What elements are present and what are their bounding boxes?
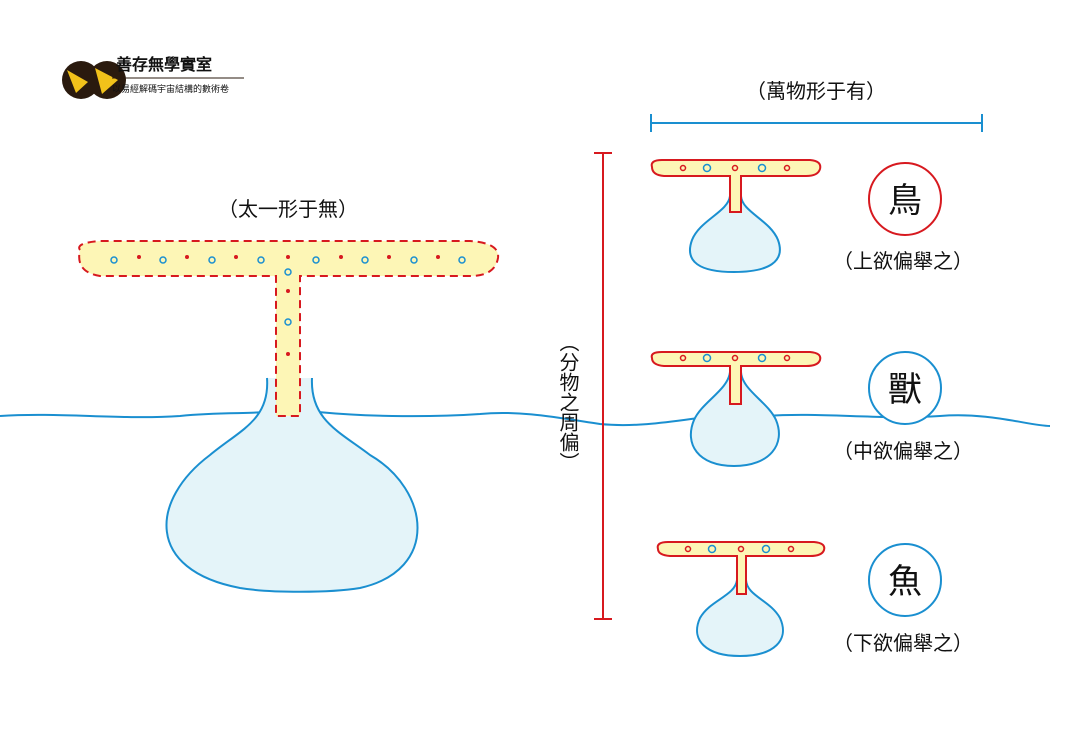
red-dot — [684, 545, 692, 553]
blue-dot — [312, 256, 320, 264]
small-form-beast: 獸 （中欲偏舉之） — [650, 351, 973, 468]
blue-dot — [458, 256, 466, 264]
bird-char: 鳥 — [888, 181, 922, 221]
small-form-bird: 鳥 （上欲偏舉之） — [650, 159, 973, 274]
red-dot — [436, 255, 440, 259]
blue-dot — [208, 256, 216, 264]
red-dot — [731, 164, 739, 172]
blue-dot — [284, 318, 292, 326]
blue-dot — [110, 256, 118, 264]
blue-dot — [410, 256, 418, 264]
red-dot — [783, 354, 791, 362]
red-dot — [286, 255, 290, 259]
blue-dot — [702, 353, 712, 363]
logo-subtitle: 以易經解碼宇宙結構的數術卷 — [112, 83, 229, 95]
red-dot — [737, 545, 745, 553]
blue-dot — [159, 256, 167, 264]
fish-char: 魚 — [888, 562, 922, 602]
fish-badge — [868, 543, 942, 617]
red-dot — [234, 255, 238, 259]
red-dot — [286, 352, 290, 356]
blue-dot — [757, 163, 767, 173]
division-bracket — [594, 152, 612, 620]
small-t-shape — [650, 159, 822, 213]
red-dot — [787, 545, 795, 553]
red-dot — [679, 354, 687, 362]
large-dots — [110, 255, 466, 356]
blue-dot — [361, 256, 369, 264]
red-dot — [387, 255, 391, 259]
logo-title: 善存無學實室 — [116, 55, 212, 74]
small-t-shape — [650, 351, 822, 405]
logo: 善存無學實室 以易經解碼宇宙結構的數術卷 — [62, 55, 244, 99]
fish-caption: （下欲偏舉之） — [833, 631, 973, 655]
red-dot — [679, 164, 687, 172]
small-form-fish: 魚 （下欲偏舉之） — [656, 541, 973, 658]
taiyi-label: （太一形于無） — [218, 197, 358, 221]
large-form — [78, 240, 500, 593]
large-t-shape — [78, 240, 500, 417]
bird-caption: （上欲偏舉之） — [833, 249, 973, 273]
large-bulb — [165, 377, 419, 593]
fenwu-label: （分物之周偏） — [556, 332, 580, 472]
blue-dot — [707, 544, 717, 554]
bird-icon — [67, 70, 88, 93]
beast-badge — [868, 351, 942, 425]
beast-caption: （中欲偏舉之） — [833, 439, 973, 463]
red-dot — [731, 354, 739, 362]
bird-badge — [868, 162, 942, 236]
red-dot — [185, 255, 189, 259]
blue-dot — [257, 256, 265, 264]
wanwu-bracket — [650, 114, 983, 132]
red-dot — [783, 164, 791, 172]
small-bulb — [696, 579, 784, 658]
bird-icon — [95, 68, 118, 94]
red-dot — [137, 255, 141, 259]
red-dot — [286, 289, 290, 293]
blue-dot — [284, 268, 292, 276]
water-line — [0, 411, 1051, 427]
small-bulb — [689, 195, 781, 274]
small-bulb — [689, 371, 780, 468]
blue-dot — [761, 544, 771, 554]
small-t-shape — [656, 541, 826, 595]
blue-dot — [757, 353, 767, 363]
beast-char: 獸 — [888, 370, 922, 410]
blue-dot — [702, 163, 712, 173]
wanwu-label: （萬物形于有） — [746, 79, 886, 103]
red-dot — [339, 255, 343, 259]
